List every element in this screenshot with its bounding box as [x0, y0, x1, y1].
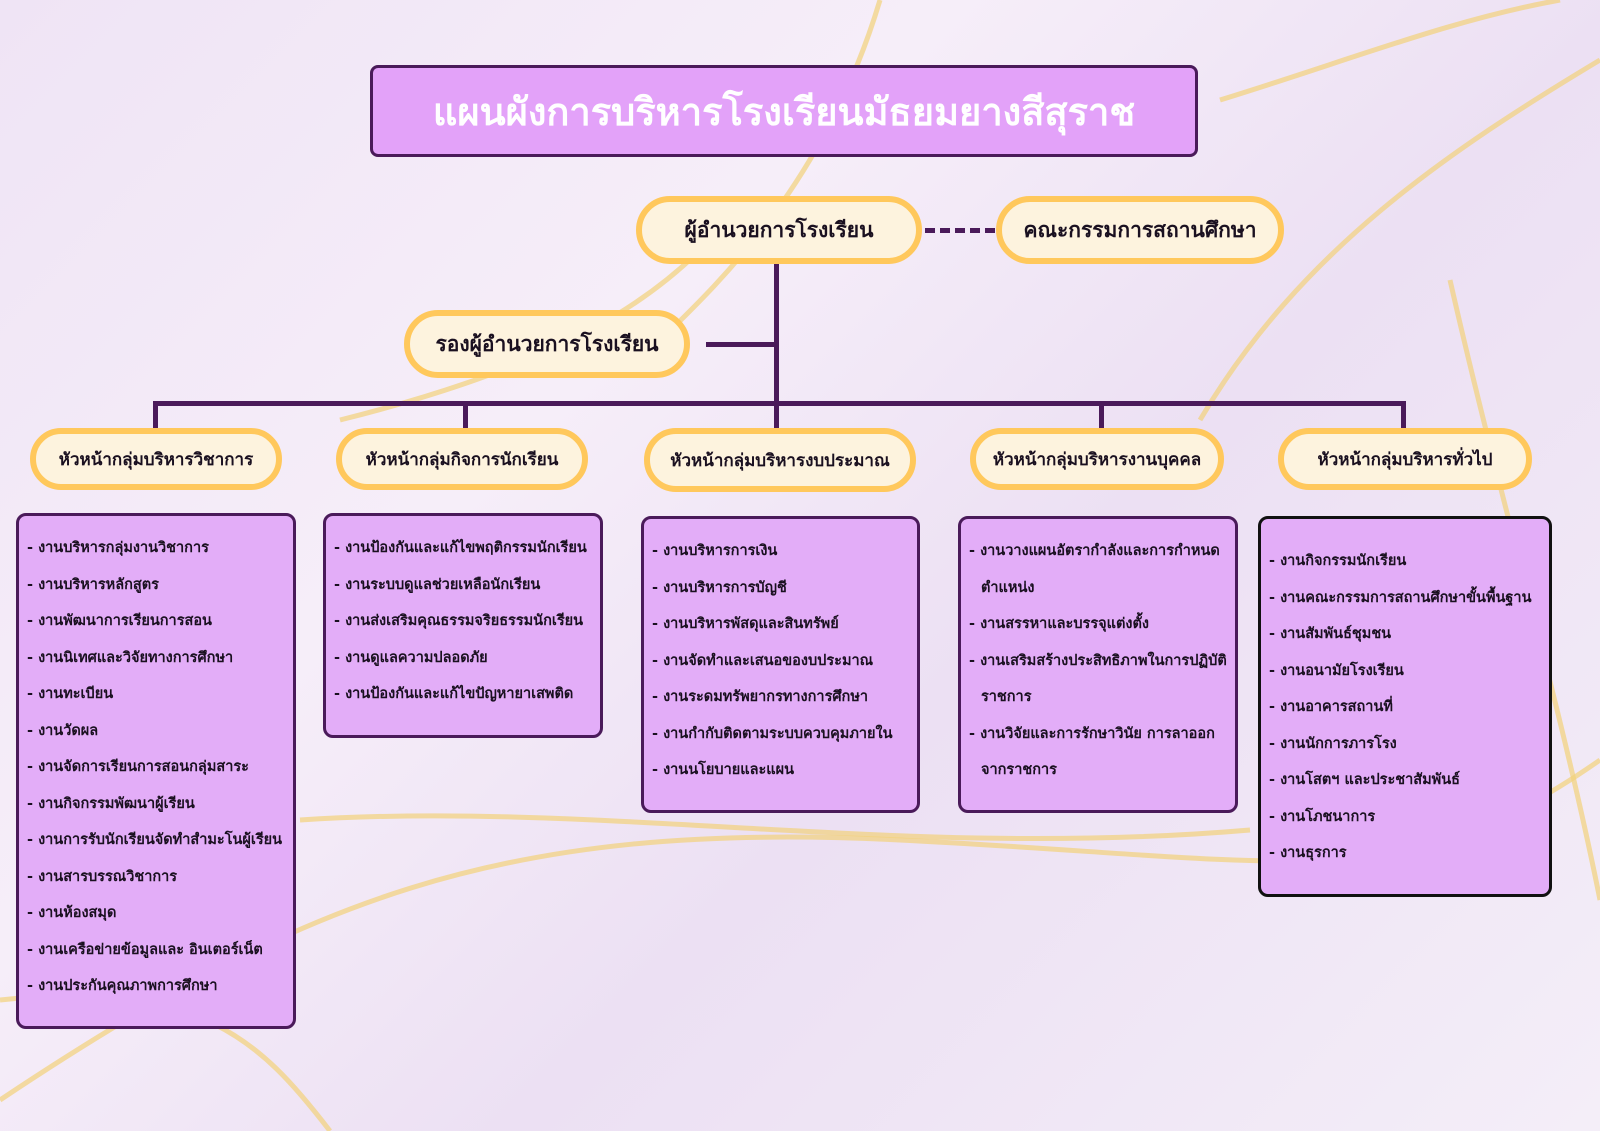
task-item: - งานโสตฯ และประชาสัมพันธ์	[1269, 772, 1460, 788]
task-item: - งานพัฒนาการเรียนการสอน	[27, 613, 212, 629]
connector	[1401, 401, 1406, 431]
dashed-connector	[925, 228, 995, 233]
task-item: - งานป้องกันและแก้ไขพฤติกรรมนักเรียน	[334, 540, 587, 556]
head-student-affairs: หัวหน้ากลุ่มกิจการนักเรียน	[336, 428, 588, 490]
task-item: - งานป้องกันและแก้ไขปัญหายาเสพติด	[334, 686, 574, 702]
task-item: - งานโภชนาการ	[1269, 808, 1376, 825]
connector	[706, 342, 776, 347]
task-item: ราชการ	[981, 689, 1032, 705]
academic-tasks-box: - งานบริหารกลุ่มงานวิชาการ - งานบริหารหล…	[16, 513, 296, 1029]
connector	[774, 401, 779, 431]
budget-tasks-box: - งานบริหารการเงิน - งานบริหารการบัญชี -…	[641, 516, 920, 813]
task-item: - งานระบบดูแลช่วยเหลือนักเรียน	[334, 576, 541, 593]
task-item: - งานเครือข่ายข้อมูลและ อินเตอร์เน็ต	[27, 941, 263, 958]
task-item: - งานจัดทำและเสนอของบประมาณ	[652, 652, 874, 669]
task-item: - งานนิเทศและวิจัยทางการศึกษา	[27, 649, 234, 666]
head-personnel: หัวหน้ากลุ่มบริหารงานบุคคล	[970, 428, 1224, 490]
head-academic: หัวหน้ากลุ่มบริหารวิชาการ	[30, 428, 282, 490]
task-item: - งานคณะกรรมการสถานศึกษาขั้นพื้นฐาน	[1269, 589, 1532, 606]
task-item: - งานบริหารหลักสูตร	[27, 576, 159, 593]
connector	[463, 401, 468, 431]
task-item: - งานทะเบียน	[27, 686, 114, 702]
task-item: - งานอาคารสถานที่	[1269, 699, 1393, 715]
task-item: - งานสัมพันธ์ชุมชน	[1269, 626, 1392, 642]
deputy-node: รองผู้อำนวยการโรงเรียน	[404, 310, 690, 378]
task-item: - งานบริหารพัสดุและสินทรัพย์	[652, 616, 839, 632]
task-item: - งานดูแลความปลอดภัย	[334, 649, 488, 666]
task-item: - งานอนามัยโรงเรียน	[1269, 662, 1404, 679]
task-item: จากราชการ	[981, 762, 1057, 778]
task-item: - งานกิจกรรมพัฒนาผู้เรียน	[27, 795, 195, 812]
director-node: ผู้อำนวยการโรงเรียน	[636, 196, 922, 264]
task-item: ตำแหน่ง	[981, 579, 1035, 596]
task-item: - งานการรับนักเรียนจัดทำสำมะโนผู้เรียน	[27, 832, 283, 848]
task-item: - งานประกันคุณภาพการศึกษา	[27, 978, 218, 994]
personnel-tasks-box: - งานวางแผนอัตรากำลังและการกำหนด ตำแหน่ง…	[958, 516, 1238, 813]
task-item: - งานวัดผล	[27, 722, 99, 739]
task-item: - งานบริหารการเงิน	[652, 543, 778, 559]
task-item: - งานบริหารกลุ่มงานวิชาการ	[27, 540, 209, 556]
task-item: - งานนโยบายและแผน	[652, 762, 795, 778]
student-affairs-tasks-box: - งานป้องกันและแก้ไขพฤติกรรมนักเรียน - ง…	[323, 513, 603, 738]
task-item: - งานวางแผนอัตรากำลังและการกำหนด	[969, 543, 1220, 559]
page-title: แผนผังการบริหารโรงเรียนมัธยมยางสีสุราช	[370, 65, 1198, 157]
task-item: - งานระดมทรัพยากรทางการศึกษา	[652, 689, 869, 705]
task-item: - งานสารบรรณวิชาการ	[27, 868, 178, 885]
task-item: - งานนักการภารโรง	[1269, 735, 1397, 752]
task-item: - งานจัดการเรียนการสอนกลุ่มสาระ	[27, 759, 249, 775]
task-item: - งานวิจัยและการรักษาวินัย การลาออก	[969, 725, 1215, 742]
task-item: - งานกิจกรรมนักเรียน	[1269, 553, 1407, 569]
task-item: - งานส่งเสริมคุณธรรมจริยธรรมนักเรียน	[334, 613, 584, 629]
task-item: - งานบริหารการบัญชี	[652, 579, 787, 596]
connector	[153, 401, 1406, 406]
task-item: - งานกำกับติดตามระบบควบคุมภายใน	[652, 725, 893, 742]
task-item: - งานสรรหาและบรรจุแต่งตั้ง	[969, 616, 1149, 632]
head-budget: หัวหน้ากลุ่มบริหารงบประมาณ	[644, 428, 916, 492]
general-tasks-box: - งานกิจกรรมนักเรียน - งานคณะกรรมการสถาน…	[1258, 516, 1552, 897]
task-item: - งานห้องสมุด	[27, 905, 117, 921]
task-item: - งานเสริมสร้างประสิทธิภาพในการปฏิบัติ	[969, 652, 1227, 669]
head-general: หัวหน้ากลุ่มบริหารทั่วไป	[1278, 428, 1532, 490]
connector	[774, 264, 779, 406]
task-item: - งานธุรการ	[1269, 845, 1347, 861]
connector	[153, 401, 158, 431]
committee-node: คณะกรรมการสถานศึกษา	[996, 196, 1284, 264]
connector	[1099, 401, 1104, 431]
